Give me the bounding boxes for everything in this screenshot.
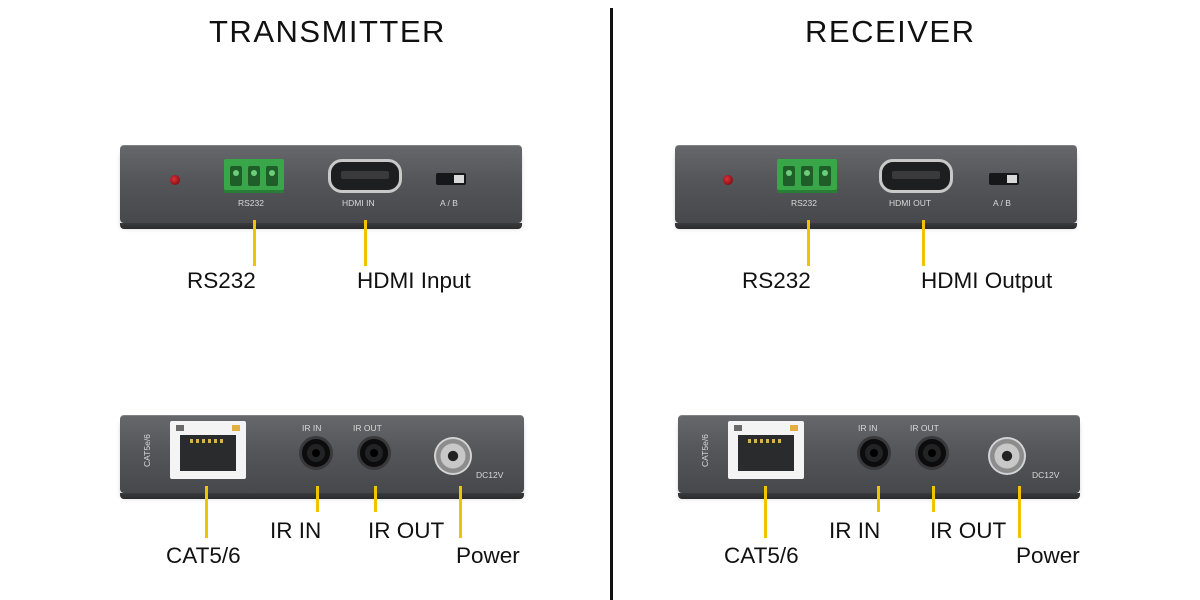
callout-ir-in: IR IN <box>270 518 322 543</box>
leader-line <box>807 220 810 266</box>
receiver-heading: RECEIVER <box>805 14 976 49</box>
receiver-front-panel: RS232 HDMI OUT A / B <box>675 145 1077 229</box>
hdmi-port-icon <box>879 159 953 193</box>
leader-line <box>316 486 319 512</box>
receiver-back-panel: CAT5e/6 IR IN IR OUT DC12V <box>678 415 1080 499</box>
leader-line <box>459 486 462 538</box>
ab-switch-icon <box>436 173 466 185</box>
callout-cat: CAT5/6 <box>724 543 799 568</box>
hdmi-port-icon <box>328 159 402 193</box>
ir-in-jack-icon <box>860 439 888 467</box>
cat-port-label: CAT5e/6 <box>142 434 152 467</box>
callout-rs232: RS232 <box>742 268 811 293</box>
leader-line <box>922 220 925 266</box>
rs232-terminal-icon <box>224 159 284 193</box>
callout-ir-out: IR OUT <box>368 518 445 543</box>
cat-port-label: CAT5e/6 <box>700 434 710 467</box>
ir-in-port-label: IR IN <box>858 423 878 433</box>
callout-rs232: RS232 <box>187 268 256 293</box>
leader-line <box>374 486 377 512</box>
ir-in-port-label: IR IN <box>302 423 322 433</box>
callout-power: Power <box>456 543 520 568</box>
ir-out-port-label: IR OUT <box>910 423 939 433</box>
rs232-terminal-icon <box>777 159 837 193</box>
dc-port-label: DC12V <box>476 470 504 480</box>
ir-out-jack-icon <box>360 439 388 467</box>
ir-in-jack-icon <box>302 439 330 467</box>
ab-switch-icon <box>989 173 1019 185</box>
power-led-icon <box>170 175 180 185</box>
callout-cat: CAT5/6 <box>166 543 241 568</box>
dc-power-jack-icon <box>988 437 1026 475</box>
rs232-port-label: RS232 <box>238 198 264 208</box>
rs232-port-label: RS232 <box>791 198 817 208</box>
transmitter-front-panel: RS232 HDMI IN A / B <box>120 145 522 229</box>
ir-out-port-label: IR OUT <box>353 423 382 433</box>
callout-hdmi-input: HDMI Input <box>357 268 471 293</box>
ab-switch-label: A / B <box>440 198 458 208</box>
transmitter-back-panel: CAT5e/6 IR IN IR OUT DC12V <box>120 415 524 499</box>
hdmi-port-label: HDMI OUT <box>889 198 932 208</box>
dc-port-label: DC12V <box>1032 470 1060 480</box>
ab-switch-label: A / B <box>993 198 1011 208</box>
hdmi-port-label: HDMI IN <box>342 198 375 208</box>
ir-out-jack-icon <box>918 439 946 467</box>
callout-power: Power <box>1016 543 1080 568</box>
transmitter-heading: TRANSMITTER <box>209 14 446 49</box>
leader-line <box>764 486 767 538</box>
leader-line <box>877 486 880 512</box>
callout-hdmi-output: HDMI Output <box>921 268 1053 293</box>
leader-line <box>205 486 208 538</box>
rj45-port-icon <box>170 421 246 479</box>
leader-line <box>364 220 367 266</box>
leader-line <box>1018 486 1021 538</box>
leader-line <box>932 486 935 512</box>
section-divider <box>610 8 613 600</box>
callout-ir-out: IR OUT <box>930 518 1007 543</box>
dc-power-jack-icon <box>434 437 472 475</box>
power-led-icon <box>723 175 733 185</box>
rj45-port-icon <box>728 421 804 479</box>
leader-line <box>253 220 256 266</box>
callout-ir-in: IR IN <box>829 518 881 543</box>
